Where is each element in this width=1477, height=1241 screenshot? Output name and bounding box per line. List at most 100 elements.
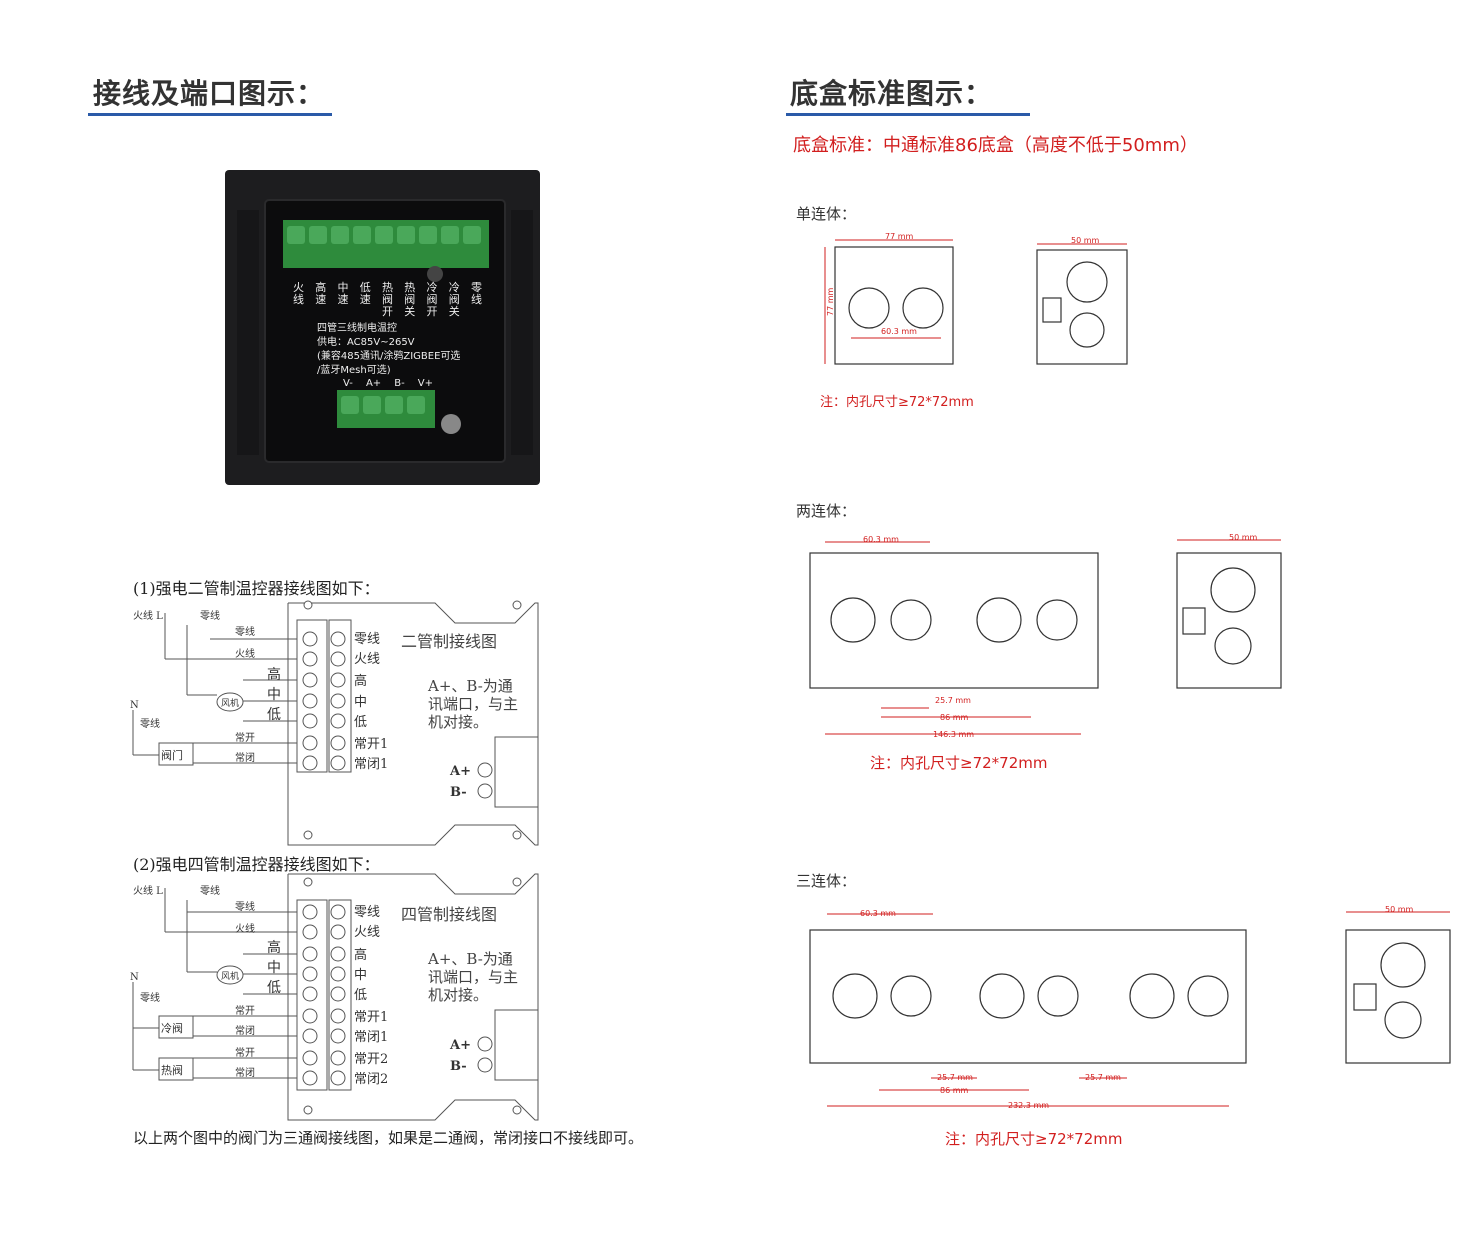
left-section-title: 接线及端口图示：: [93, 77, 326, 110]
device-comm-line: (兼容485通讯/涂鸦ZIGBEE可选: [317, 351, 461, 362]
terminal-label: 冷阀关: [448, 281, 460, 318]
terminal-text: 零线: [354, 905, 380, 920]
dim-top: 60.3 mm: [860, 909, 896, 918]
high-label: 高: [267, 939, 281, 956]
terminal-label: 热阀开: [382, 281, 393, 318]
dim-total: 232.3 mm: [1008, 1101, 1049, 1110]
terminal-text: 常闭2: [354, 1072, 388, 1087]
dim-86: 86 mm: [940, 1086, 969, 1095]
dim-top: 60.3 mm: [863, 535, 899, 544]
wiring-diagram-2: 火线 L 零线 零线 火线 高 中 低 风机 N 零线 冷阀 热阀 常开 常闭 …: [125, 870, 545, 1125]
dim-height: 77 mm: [826, 287, 835, 316]
comm-terminal-label: A+: [365, 378, 382, 389]
fan-label: 风机: [221, 697, 239, 709]
dim-gap-2: 25.7 mm: [1085, 1073, 1121, 1082]
double-box-drawing: 60.3 mm 25.7 mm 86 mm 146.3 mm 50 mm: [805, 528, 1290, 743]
single-note: 注：内孔尺寸≥72*72mm: [820, 395, 974, 410]
terminal-text: 低: [354, 715, 367, 730]
diagram-note: 机对接。: [428, 713, 488, 731]
terminal-text: 中: [354, 695, 367, 710]
terminal-text: 高: [354, 947, 367, 963]
double-note: 注：内孔尺寸≥72*72mm: [870, 754, 1048, 772]
device-comm-line-2: /蓝牙Mesh可选): [317, 365, 391, 376]
dim-width: 77 mm: [885, 232, 914, 241]
triple-box-drawing: 60.3 mm 25.7 mm 25.7 mm 86 mm 232.3 mm 5…: [805, 900, 1455, 1112]
wire-neutral-label: 零线: [235, 625, 255, 638]
dim-total: 146.3 mm: [933, 730, 974, 739]
diagram-note: 讯端口，与主: [428, 695, 518, 713]
hot-valve-label: 热阀: [161, 1063, 183, 1077]
dim-depth: 50 mm: [1229, 533, 1258, 542]
left-title-underline: [88, 113, 332, 116]
device-model-line: 四管三线制电温控: [317, 323, 397, 334]
terminal-text: 火线: [354, 652, 380, 667]
single-box-drawing: 77 mm 77 mm 60.3 mm 50 mm: [815, 232, 1145, 372]
diagram-note: 机对接。: [428, 986, 488, 1004]
terminal-text: 常开2: [354, 1052, 388, 1067]
mid-label: 中: [267, 687, 281, 703]
neutral-top-label: 零线: [200, 884, 220, 897]
terminal-label: 中速: [337, 281, 349, 306]
terminal-text: 常闭1: [354, 757, 388, 772]
box-standard: 底盒标准：中通标准86底盒（高度不低于50mm）: [793, 135, 1198, 156]
terminal-text: 常闭1: [354, 1030, 388, 1045]
terminal-text: 零线: [354, 632, 380, 647]
nc2-label: 常闭: [235, 1066, 255, 1079]
no-label: 常开: [235, 731, 255, 744]
diagram-note: 讯端口，与主: [428, 968, 518, 986]
no2-label: 常开: [235, 1046, 255, 1059]
device-power-line: 供电：AC85V~265V: [317, 337, 415, 348]
wire-neutral-label: 零线: [235, 900, 255, 913]
footnote: 以上两个图中的阀门为三通阀接线图，如果是二通阀，常闭接口不接线即可。: [133, 1129, 644, 1147]
diagram-note: A+、B-为通: [427, 677, 513, 695]
device-back-photo: 火线 高速 中速 低速 热阀开 热阀关 冷阀开 冷阀关 零线 四管三线制电温控 …: [225, 170, 540, 485]
diagram-title: 四管制接线图: [401, 905, 497, 924]
comm-a-label: A+: [449, 1038, 471, 1053]
neutral-label: 零线: [140, 717, 160, 730]
valve-label: 阀门: [161, 748, 183, 762]
wire-live-label: 火线: [235, 647, 255, 660]
comm-terminal-label: V-: [343, 378, 353, 389]
comm-terminal-label: B-: [394, 378, 405, 389]
terminal-text: 常开1: [354, 737, 388, 752]
dim-gap: 25.7 mm: [935, 696, 971, 705]
comm-b-label: B-: [450, 1059, 467, 1074]
dim-depth: 50 mm: [1071, 236, 1100, 245]
terminal-text: 火线: [354, 925, 380, 940]
fan-label: 风机: [221, 970, 239, 982]
comm-a-label: A+: [449, 764, 471, 779]
high-label: 高: [267, 666, 281, 683]
triple-label: 三连体：: [796, 872, 857, 890]
live-label: 火线 L: [133, 884, 163, 897]
dim-gap-1: 25.7 mm: [937, 1073, 973, 1082]
diagram-title: 二管制接线图: [401, 632, 497, 651]
single-label: 单连体：: [796, 205, 857, 223]
diagram2-caption: (2)强电四管制温控器接线图如下：: [133, 855, 380, 874]
terminal-label: 零线: [471, 281, 482, 306]
n-label: N: [130, 700, 139, 711]
right-title-underline: [786, 113, 1030, 116]
double-label: 两连体：: [796, 502, 857, 520]
right-section-title: 底盒标准图示：: [790, 77, 994, 110]
low-label: 低: [267, 707, 281, 723]
terminal-text: 高: [354, 673, 367, 689]
no1-label: 常开: [235, 1004, 255, 1017]
terminal-label: 低速: [359, 281, 371, 306]
terminal-label: 冷阀开: [426, 281, 438, 318]
neutral-label: 零线: [140, 991, 160, 1004]
wire-live-label: 火线: [235, 922, 255, 935]
comm-terminal-label: V+: [417, 378, 433, 389]
terminal-label: 热阀关: [404, 281, 416, 318]
terminal-text: 常开1: [354, 1010, 388, 1025]
cold-valve-label: 冷阀: [161, 1021, 183, 1035]
terminal-label: 高速: [315, 281, 327, 306]
dim-86: 86 mm: [940, 713, 969, 722]
terminal-label: 火线: [293, 281, 304, 306]
mid-label: 中: [267, 960, 281, 976]
low-label: 低: [267, 980, 281, 996]
diagram1-caption: (1)强电二管制温控器接线图如下：: [133, 579, 380, 598]
triple-note: 注：内孔尺寸≥72*72mm: [945, 1130, 1123, 1148]
neutral-top-label: 零线: [200, 609, 220, 622]
terminal-text: 低: [354, 988, 367, 1003]
dim-depth: 50 mm: [1385, 905, 1414, 914]
